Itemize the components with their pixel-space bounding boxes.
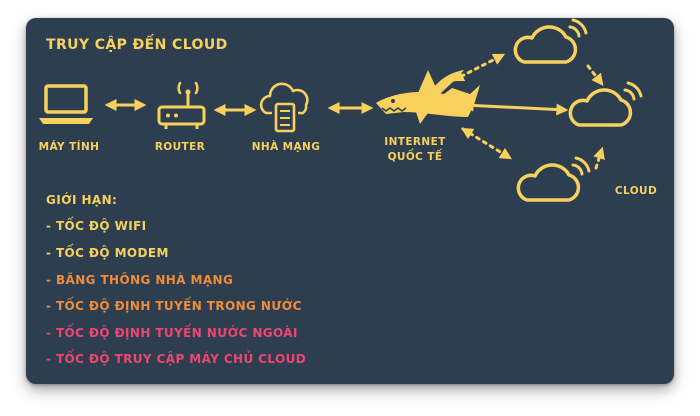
shark-icon [376,70,480,124]
laptop-icon [39,84,93,124]
isp-server-icon [259,82,309,133]
diagram-title: Truy cập đến Cloud [46,37,228,53]
cloud-icon-bottom [516,156,591,202]
cloud-icon-middle [568,81,643,127]
link-internet-cloud-bottom [460,127,513,160]
limit-item: - Băng thông nhà mạng [46,273,234,287]
limit-item: - Tốc độ định tuyến trong nước [46,299,302,313]
label-internet-line1: Internet [384,136,446,148]
label-router: Router [154,141,206,153]
limit-item: - Tốc độ modem [46,246,169,260]
link-internet-cloud-middle [461,99,569,116]
link-cloud-top-middle [586,64,604,86]
label-isp: Nhà mạng [251,141,321,153]
label-computer: Máy tính [38,141,100,153]
limit-item: - Tốc độ định tuyến nước ngoài [46,326,298,340]
link-internet-cloud-top [451,53,506,82]
limit-item: - Tốc độ wifi [46,219,147,233]
cloud-icon-top [513,18,588,64]
router-icon [157,81,206,129]
label-internet-line2: quốc tế [387,151,443,163]
limit-item: - Tốc độ truy cập máy chủ cloud [46,352,307,366]
limits-heading: Giới hạn: [46,193,118,207]
label-cloud: Cloud [614,185,658,197]
link-cloud-bottom-middle [593,146,605,170]
